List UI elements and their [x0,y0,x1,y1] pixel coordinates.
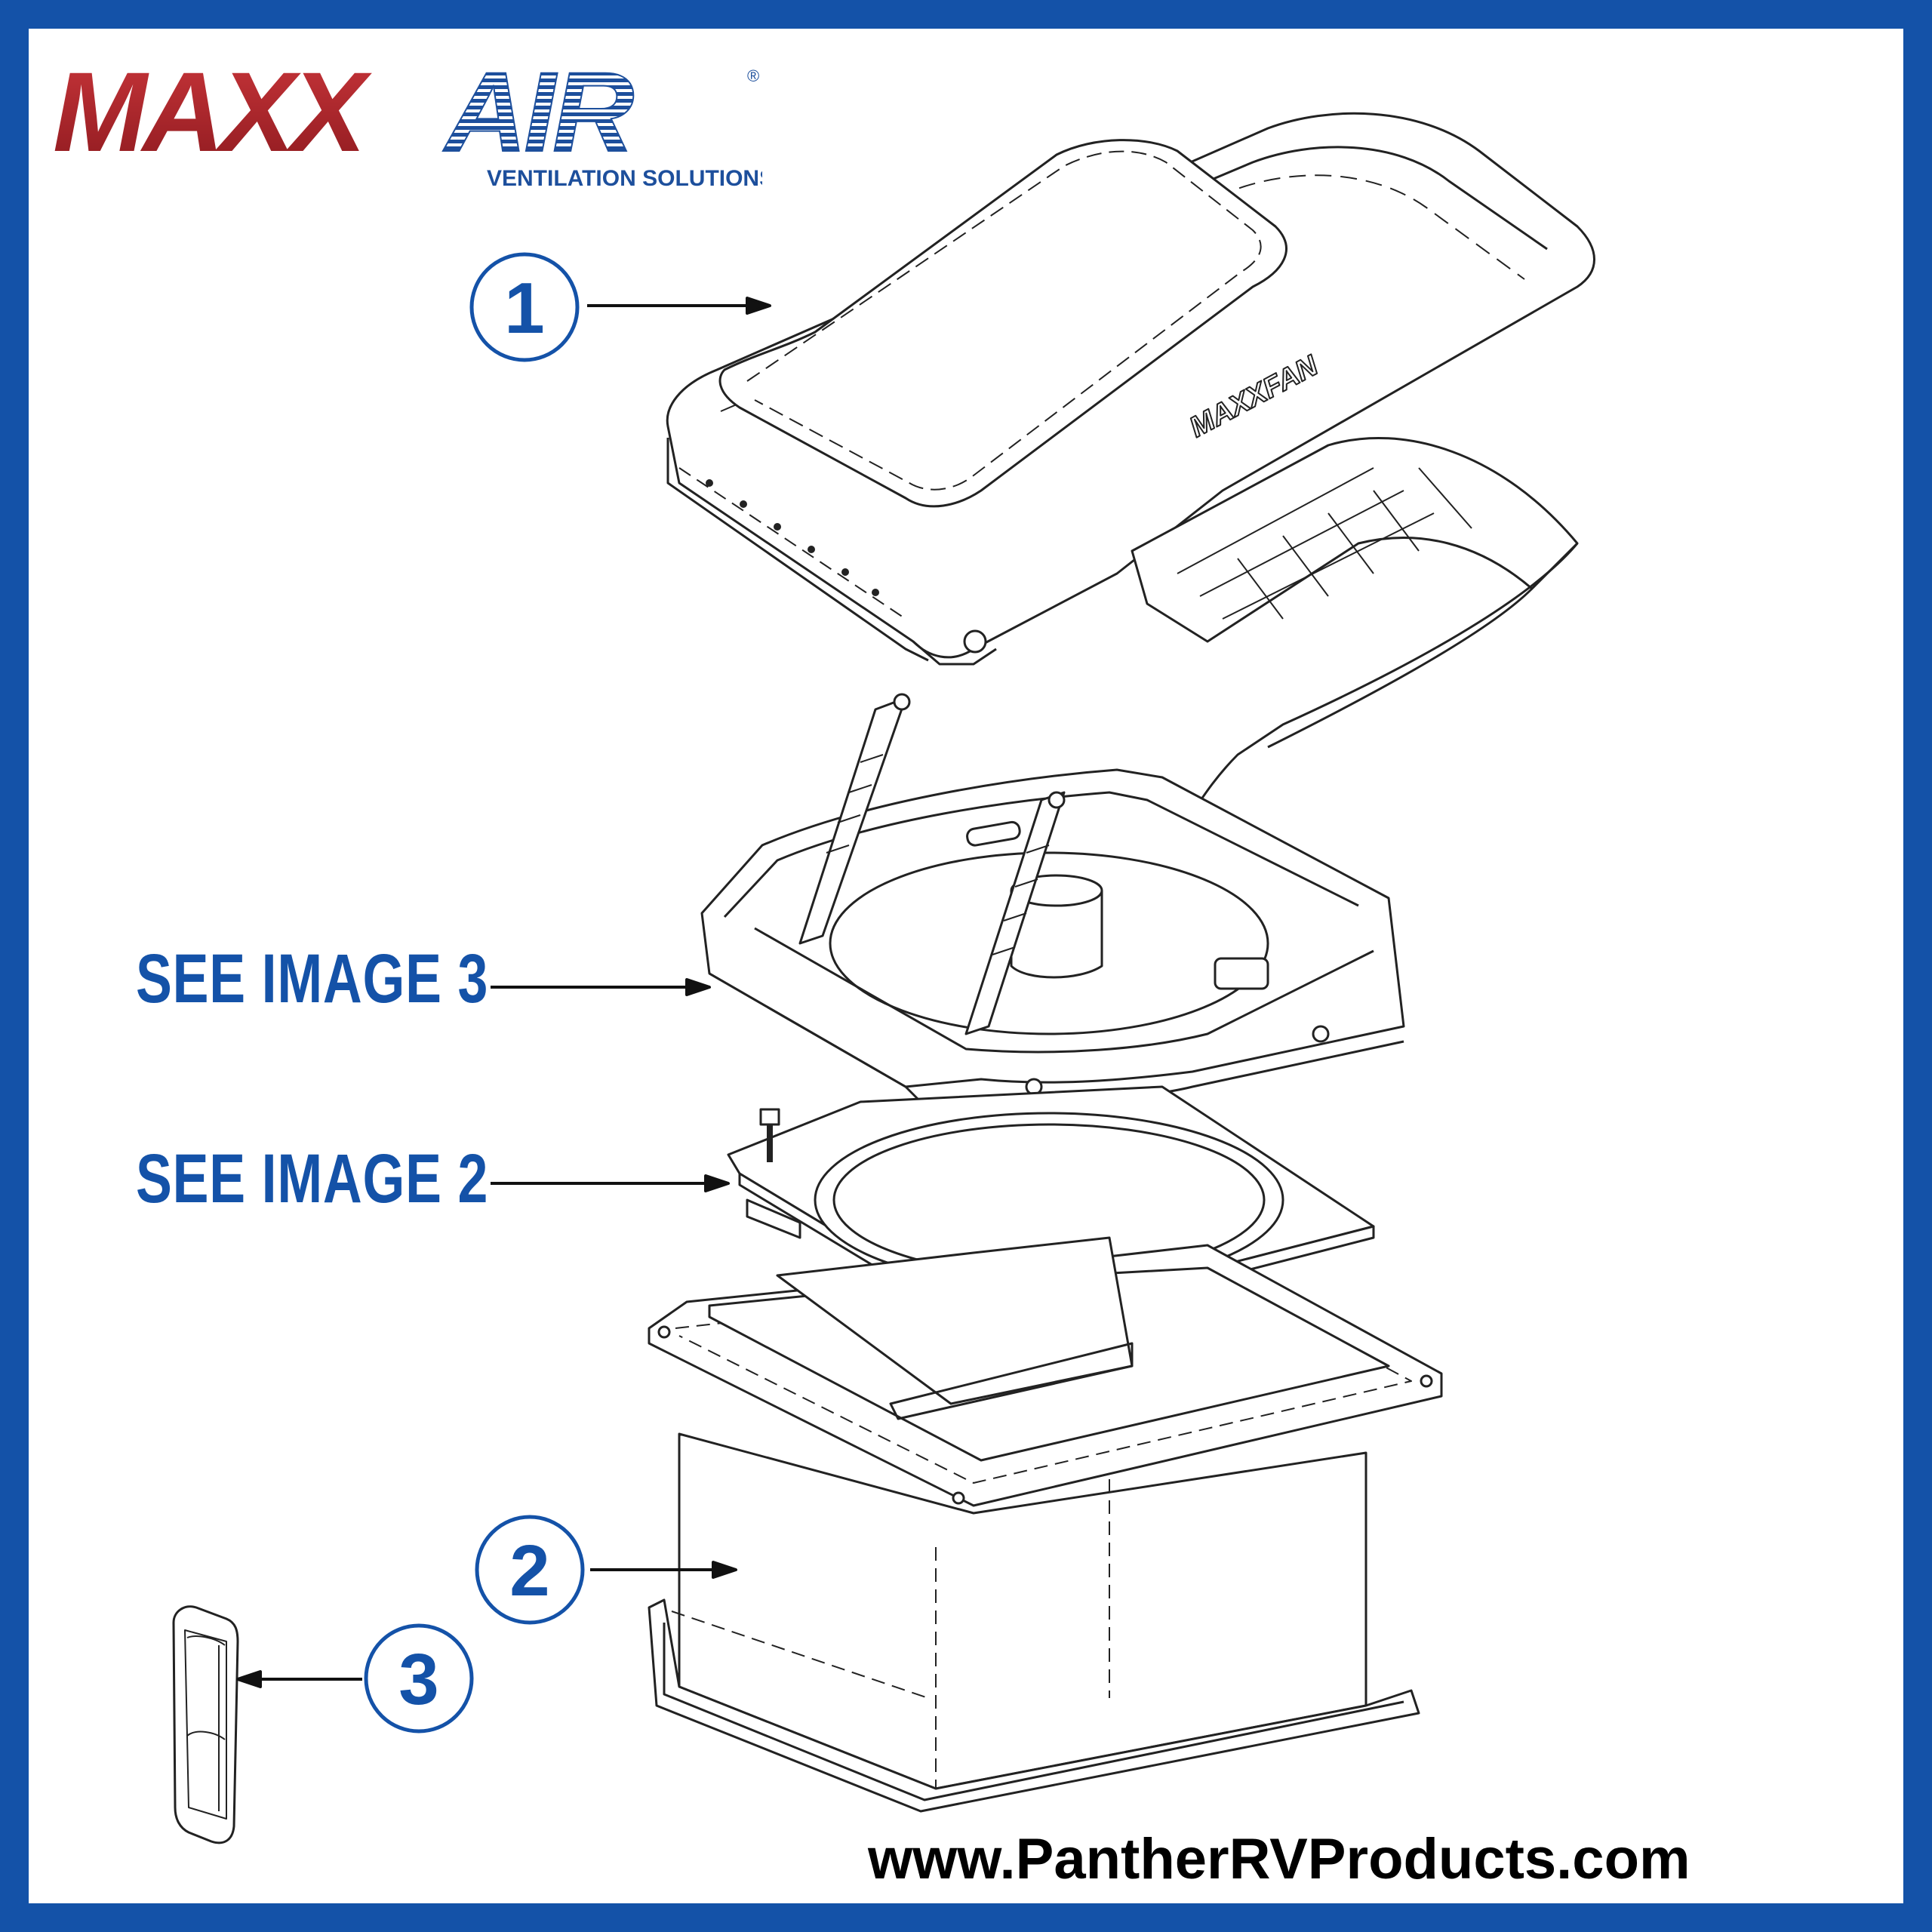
svg-text:1: 1 [504,268,544,349]
callout-arrows [236,297,771,1688]
website-url: www.PantherRVProducts.com [868,1827,1690,1891]
ceiling-trim-garnish [648,1432,1420,1813]
callout-1: 1 [469,252,580,362]
svg-text:3: 3 [398,1639,438,1720]
logo-trademark: ® [747,66,759,85]
logo-tagline: VENTILATION SOLUTIONS [487,166,762,191]
see-image-3-label: SEE IMAGE 3 [136,940,489,1017]
maxxair-logo: MAXX AIR ® VENTILATION SOLUTIONS [53,51,762,191]
vent-cover-lid: MAXXFAN [666,112,1595,824]
logo-max-text: MAXX [53,51,372,175]
svg-text:2: 2 [509,1531,549,1611]
remote-control [172,1605,239,1844]
see-image-2-label: SEE IMAGE 2 [136,1140,489,1217]
fan-housing [700,693,1405,1106]
logo-air-text: AIR [442,51,634,175]
roof-flange-base [648,1236,1443,1507]
callout-2: 2 [475,1515,585,1625]
callout-3: 3 [364,1623,474,1734]
